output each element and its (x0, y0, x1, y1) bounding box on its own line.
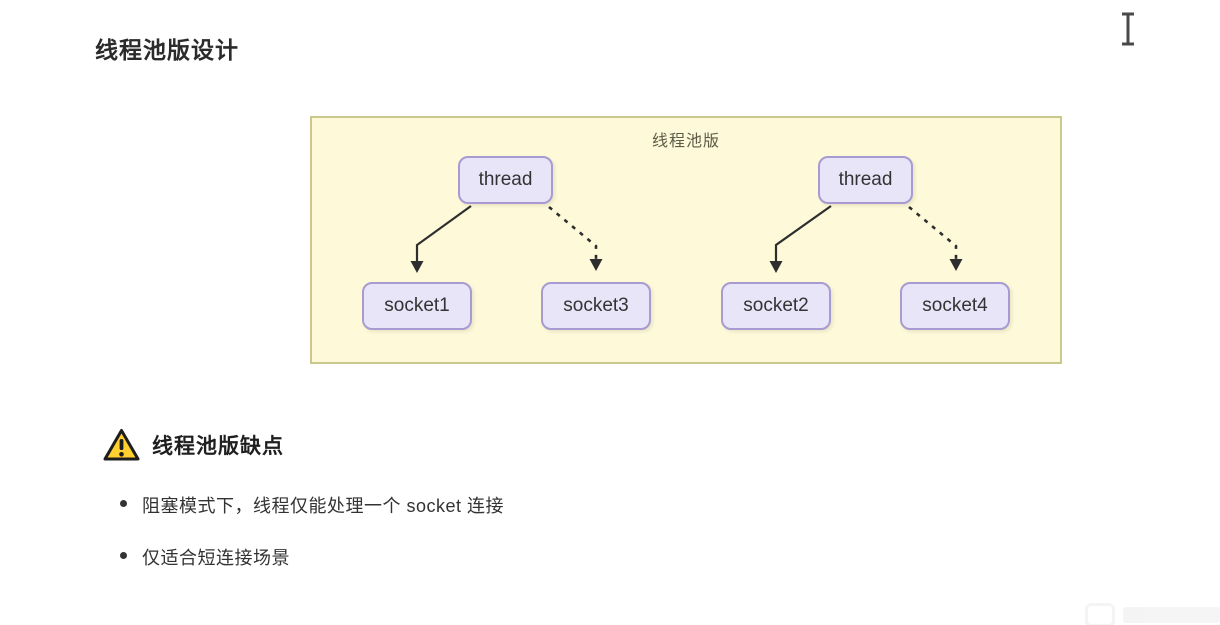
node-socket1: socket1 (362, 282, 472, 330)
video-watermark (1085, 599, 1220, 625)
node-thread-2: thread (818, 156, 913, 204)
edge-thread2-socket2 (769, 205, 832, 273)
drawback-list: 阻塞模式下，线程仅能处理一个 socket 连接 仅适合短连接场景 (120, 492, 504, 596)
watermark-text-shape (1123, 607, 1220, 623)
node-socket3: socket3 (541, 282, 651, 330)
text-cursor-icon (1122, 12, 1134, 46)
node-thread-1: thread (458, 156, 553, 204)
node-socket2: socket2 (721, 282, 831, 330)
edge-thread1-socket1 (410, 205, 472, 273)
warning-section: 线程池版缺点 (103, 428, 284, 462)
thread-pool-diagram: 线程池版 thread thread socket1 socket3 socke… (310, 116, 1062, 364)
edge-thread2-socket4 (908, 205, 963, 271)
warning-triangle-icon (103, 429, 140, 461)
drawback-item-2: 仅适合短连接场景 (120, 544, 504, 570)
node-socket4: socket4 (900, 282, 1010, 330)
drawback-item-1: 阻塞模式下，线程仅能处理一个 socket 连接 (120, 492, 504, 518)
diagram-title: 线程池版 (651, 133, 720, 150)
warning-heading: 线程池版缺点 (152, 435, 284, 458)
edge-thread1-socket3 (548, 205, 603, 271)
page-title: 线程池版设计 (95, 37, 239, 63)
watermark-logo-icon (1085, 603, 1115, 625)
